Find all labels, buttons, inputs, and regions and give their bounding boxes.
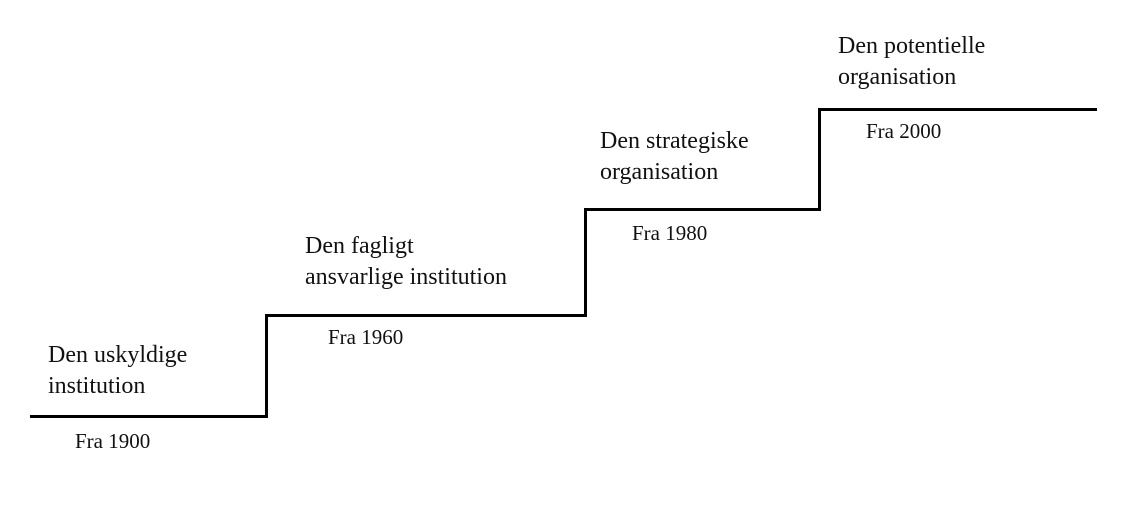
step-1-title: Den uskyldige institution: [48, 340, 187, 402]
step-4-riser-line: [818, 108, 821, 211]
step-1-tread-line: [30, 415, 268, 418]
step-2-riser-line: [265, 314, 268, 418]
step-1-title-line-1: Den uskyldige: [48, 342, 188, 368]
step-2-title-line-2: ansvarlige institution: [305, 264, 507, 290]
step-3-riser-line: [584, 208, 587, 317]
step-2-year-label: Fra 1960: [328, 325, 404, 349]
step-4-title-line-1: Den potentielle: [838, 33, 986, 59]
step-2-title: Den fagligt ansvarlige institution: [305, 231, 507, 293]
step-3-year-label: Fra 1980: [632, 221, 708, 245]
step-2-title-line-1: Den fagligt: [305, 233, 414, 259]
step-2-tread-line: [265, 314, 587, 317]
step-3-tread-line: [584, 208, 821, 211]
step-1-year-label: Fra 1900: [75, 429, 151, 453]
step-3-title-line-2: organisation: [600, 159, 719, 185]
step-4-title: Den potentielle organisation: [838, 31, 985, 93]
step-4-tread-line: [818, 108, 1097, 111]
step-4-title-line-2: organisation: [838, 64, 957, 90]
step-3-title-line-1: Den strategiske: [600, 128, 749, 154]
step-1-title-line-2: institution: [48, 373, 146, 399]
step-4-year-label: Fra 2000: [866, 119, 942, 143]
step-3-title: Den strategiske organisation: [600, 126, 749, 188]
